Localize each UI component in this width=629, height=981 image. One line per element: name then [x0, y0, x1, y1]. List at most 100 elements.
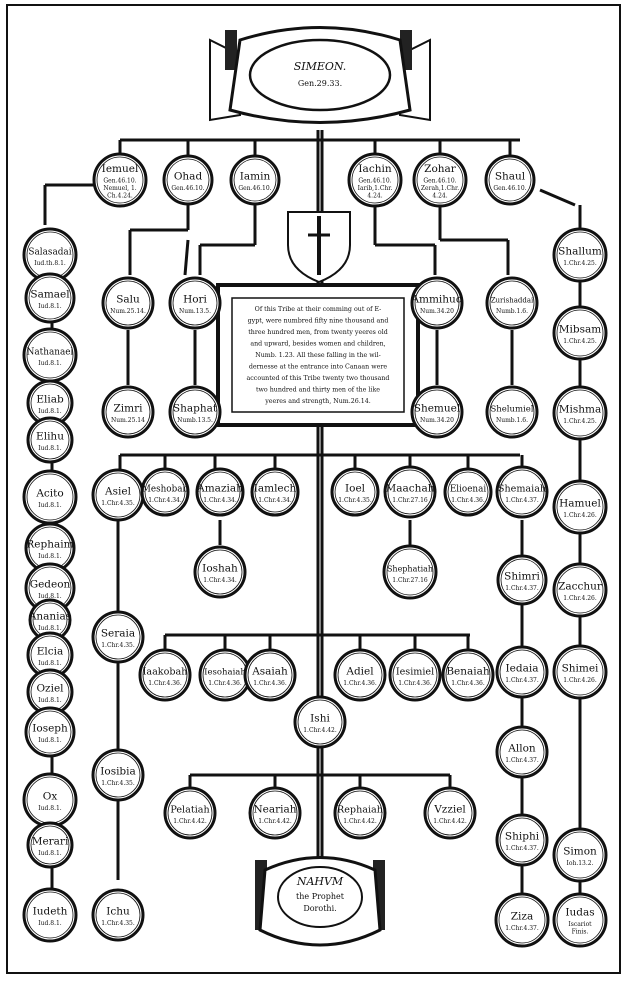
node-name: Acito	[35, 487, 63, 499]
node-circle	[552, 562, 608, 618]
node-name: Gedeon	[30, 578, 71, 590]
node-name: Asaiah	[251, 665, 288, 677]
node-circle	[484, 154, 536, 206]
node-inner-ring	[166, 158, 210, 202]
node-circle	[168, 385, 222, 439]
node-name: Salasadai	[28, 247, 71, 257]
node-reference: Numb.13.5.	[177, 417, 213, 424]
node-name: Ishi	[310, 712, 330, 724]
node-circle	[495, 725, 549, 779]
node-circle	[92, 152, 148, 208]
node-circle	[91, 888, 145, 942]
node-inner-ring	[297, 699, 343, 745]
node-inner-ring	[556, 231, 604, 279]
node-name: Seraia	[101, 627, 135, 639]
node-name: Benaiah	[446, 665, 490, 677]
node-name: Ammihud	[410, 293, 462, 305]
node-name: Merari	[32, 835, 69, 847]
node-inner-ring	[489, 280, 535, 326]
node-reference: Iud.8.1.	[38, 850, 62, 857]
node-name: Mishma	[559, 403, 601, 415]
node-circle	[410, 385, 464, 439]
node-reference: 1.Chr.4.34.	[148, 497, 182, 504]
node-name: Salu	[116, 293, 140, 305]
prophet-name: NAHVM	[296, 875, 344, 888]
node-reference: Iud.8.1.	[38, 593, 62, 600]
node-reference: Iud.8.1.	[38, 625, 62, 632]
node-circle	[163, 786, 217, 840]
node-name: Shaul	[495, 170, 526, 182]
person-node-pelatiah: Pelatiah 1.Chr.4.42.	[163, 786, 217, 840]
census-text-line: accounted of this Tribe twenty two thous…	[247, 375, 390, 382]
node-reference: 1.Chr.27.16	[392, 497, 428, 504]
person-node-neariah: Neariah 1.Chr.4.42.	[248, 786, 302, 840]
node-name: Shiphi	[505, 830, 540, 842]
node-name: Meshobab	[142, 484, 189, 494]
node-reference: 1.Chr.4.35.	[101, 642, 135, 649]
node-inner-ring	[167, 790, 213, 836]
prophet-title: the Prophet	[296, 892, 345, 901]
node-name: Zimri	[114, 402, 144, 414]
node-inner-ring	[26, 473, 74, 521]
node-name: Iudeth	[33, 905, 68, 917]
node-circle	[91, 748, 145, 802]
node-inner-ring	[337, 790, 383, 836]
node-circle	[552, 892, 608, 948]
node-name: Ioel	[345, 482, 366, 494]
node-name: Iamin	[240, 170, 271, 182]
node-reference: Iud.8.1.	[38, 805, 62, 812]
node-circle	[443, 467, 493, 517]
node-reference: 1.Chr.4.35.	[101, 920, 135, 927]
node-reference: 1.Chr.4.36.	[253, 680, 287, 687]
node-circle	[552, 227, 608, 283]
node-reference: 1.Chr.4.37.	[505, 757, 539, 764]
node-circle	[193, 545, 247, 599]
node-inner-ring	[334, 471, 376, 513]
node-name: Neariah	[253, 803, 296, 815]
node-name: Elioenai	[450, 484, 486, 494]
node-reference: 1.Chr.4.42.	[173, 818, 207, 825]
node-reference: 4.24.	[432, 192, 447, 199]
node-reference: 1.Chr.4.42.	[258, 818, 292, 825]
census-text-line: and upward, besides women and children,	[250, 341, 385, 348]
node-circle	[552, 644, 608, 700]
node-reference: 1.Chr.4.37.	[505, 925, 539, 932]
node-circle	[495, 645, 549, 699]
node-circle	[423, 786, 477, 840]
node-reference: Numb.1.6.	[496, 308, 528, 315]
node-reference: Num.34.20	[420, 417, 454, 424]
node-reference: 1.Chr.4.25.	[563, 338, 597, 345]
node-circle	[485, 276, 539, 330]
node-circle	[24, 706, 76, 758]
node-inner-ring	[498, 896, 546, 944]
node-circle	[485, 385, 539, 439]
node-reference: 1.Chr.4.26.	[563, 512, 597, 519]
node-name: Nathanael	[27, 347, 74, 357]
node-name: Zurishaddai	[491, 296, 534, 304]
node-reference: 1.Chr.4.36.	[343, 680, 377, 687]
node-name: Pelatiah	[170, 804, 209, 815]
node-reference: 4.24.	[367, 192, 382, 199]
node-reference: Iud.th.8.1.	[34, 260, 66, 267]
node-name: Elcia	[37, 645, 64, 657]
node-inner-ring	[30, 825, 70, 865]
